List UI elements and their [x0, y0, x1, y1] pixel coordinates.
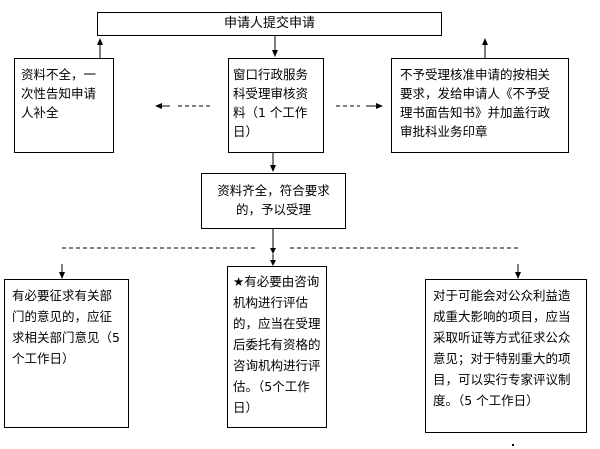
submit-application-box: 申请人提交申请: [97, 12, 442, 36]
rejection-notice-box: 不予受理核准申请的按相关要求，发给申请人《不予受理书面告知书》并加盖行政审批科业…: [391, 58, 569, 153]
department-opinion-box: 有必要征求有关部门的意见的，应征求相关部门意见（5个工作日）: [4, 279, 129, 428]
stray-dot: [512, 444, 514, 446]
incomplete-materials-box: 资料不全，一次性告知申请人补全: [14, 58, 114, 153]
public-hearing-box: 对于可能会对公众利益造成重大影响的项目，应当采取听证等方式征求公众意见；对于特别…: [425, 279, 587, 433]
consulting-evaluation-box: ★有必要由咨询机构进行评估的，应当在受理后委托有资格的咨询机构进行评估。（5个工…: [227, 266, 327, 428]
review-materials-box: 窗口行政服务科受理审核资料（1 个工作日）: [228, 58, 324, 153]
accept-application-box: 资料齐全，符合要求的，予以受理: [201, 173, 346, 229]
